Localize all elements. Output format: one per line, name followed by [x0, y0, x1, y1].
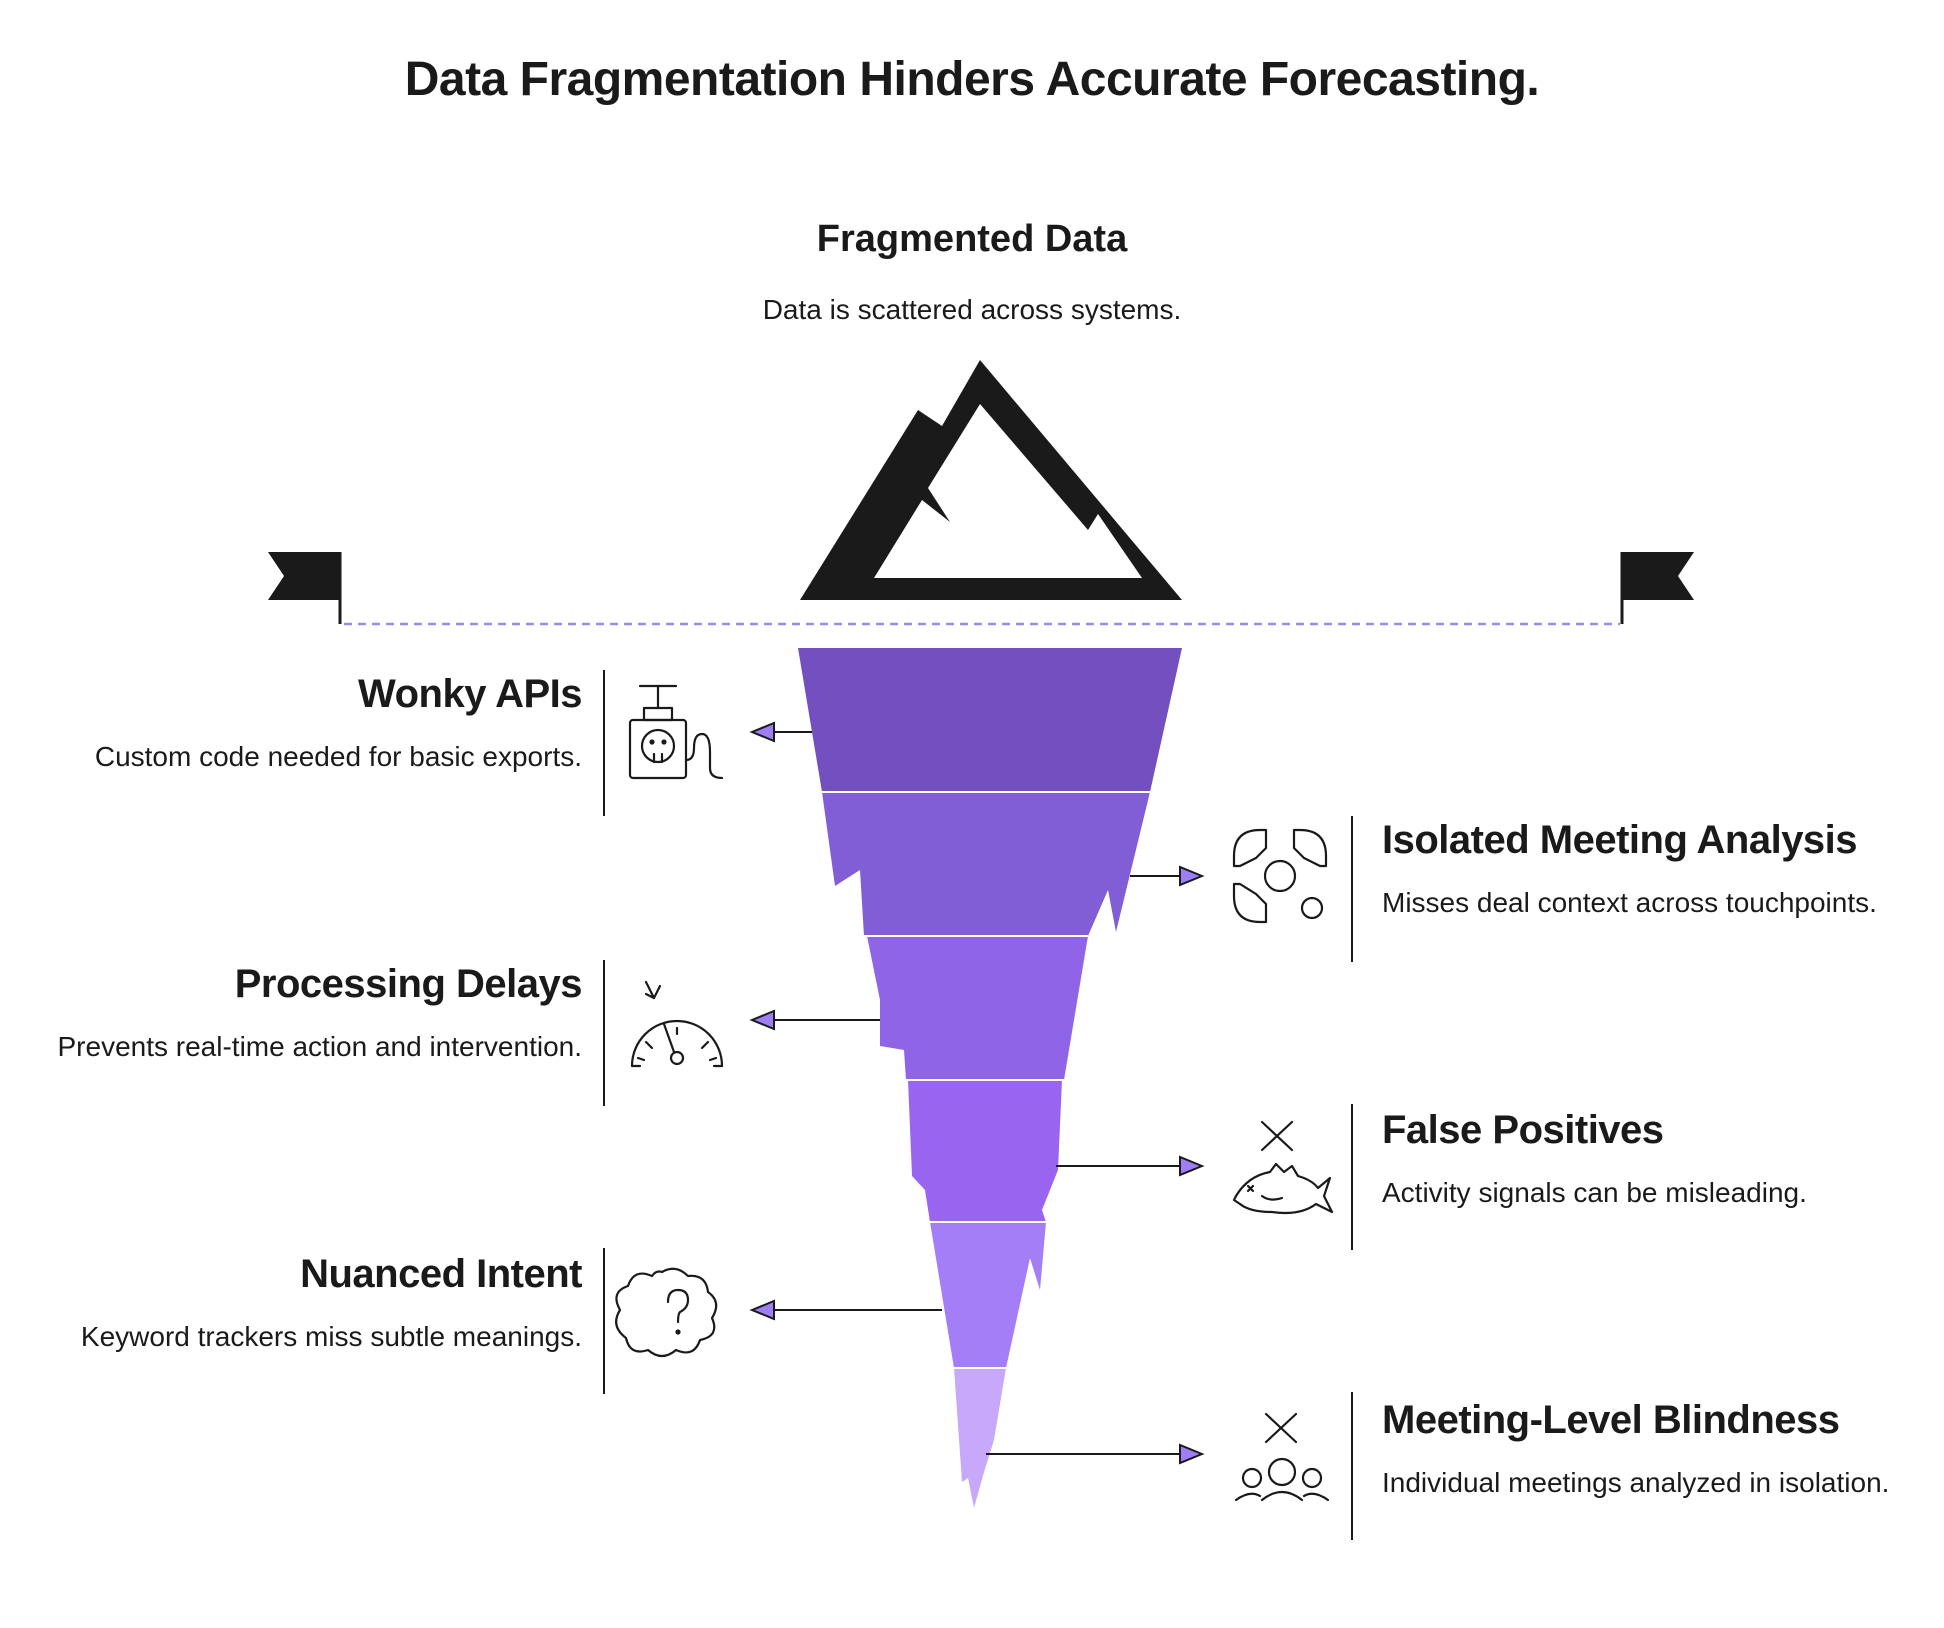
- arrow-right-1: [1130, 865, 1205, 887]
- item-title: Nuanced Intent: [300, 1252, 582, 1296]
- item-title: Isolated Meeting Analysis: [1382, 818, 1858, 862]
- plug-icon: [628, 684, 724, 780]
- item-description: Prevents real-time action and interventi…: [57, 1031, 583, 1062]
- dead-fish-icon: [1232, 1120, 1334, 1215]
- top-description: Data is scattered across systems.: [762, 294, 1182, 325]
- page-title: Data Fragmentation Hinders Accurate Fore…: [404, 53, 1540, 106]
- item-description: Keyword trackers miss subtle meanings.: [80, 1321, 582, 1352]
- item-nuanced-intent: Nuanced Intent Keyword trackers miss sub…: [22, 1252, 583, 1355]
- layer-4: [908, 1080, 1062, 1222]
- right-flag-icon: [1620, 552, 1694, 624]
- arrow-right-2: [1056, 1155, 1205, 1177]
- item-isolated-meeting-analysis: Isolated Meeting Analysis Misses deal co…: [1382, 818, 1942, 921]
- arrow-left-3: [749, 1299, 942, 1321]
- layer-3: [867, 936, 1088, 1080]
- item-title: False Positives: [1382, 1108, 1664, 1152]
- left-flag-icon: [268, 552, 342, 624]
- focus-icon: [1232, 828, 1328, 924]
- item-processing-delays: Processing Delays Prevents real-time act…: [22, 962, 583, 1065]
- item-wonky-apis: Wonky APIs Custom code needed for basic …: [22, 672, 583, 775]
- item-title: Wonky APIs: [358, 672, 582, 716]
- arrow-left-1: [749, 721, 812, 743]
- arrow-right-3: [986, 1443, 1205, 1465]
- iceberg-layers: [798, 648, 1182, 1508]
- item-meeting-level-blindness: Meeting-Level Blindness Individual meeti…: [1382, 1398, 1942, 1501]
- item-title: Processing Delays: [234, 962, 583, 1006]
- layer-1: [798, 648, 1182, 792]
- item-false-positives: False Positives Activity signals can be …: [1382, 1108, 1942, 1211]
- item-description: Custom code needed for basic exports.: [94, 741, 582, 772]
- mountain-icon: [800, 360, 1182, 600]
- layer-5: [930, 1222, 1046, 1368]
- arrow-left-2: [749, 1009, 880, 1031]
- speedometer-icon: [630, 980, 724, 1068]
- item-title: Meeting-Level Blindness: [1382, 1398, 1840, 1442]
- item-description: Individual meetings analyzed in isolatio…: [1382, 1467, 1890, 1498]
- item-description: Misses deal context across touchpoints.: [1382, 887, 1877, 918]
- group-x-icon: [1234, 1412, 1330, 1502]
- layer-2: [822, 792, 1150, 936]
- question-cloud-icon: [615, 1267, 718, 1358]
- top-heading: Fragmented Data: [816, 218, 1128, 260]
- item-description: Activity signals can be misleading.: [1382, 1177, 1807, 1208]
- layer-6: [954, 1368, 1006, 1508]
